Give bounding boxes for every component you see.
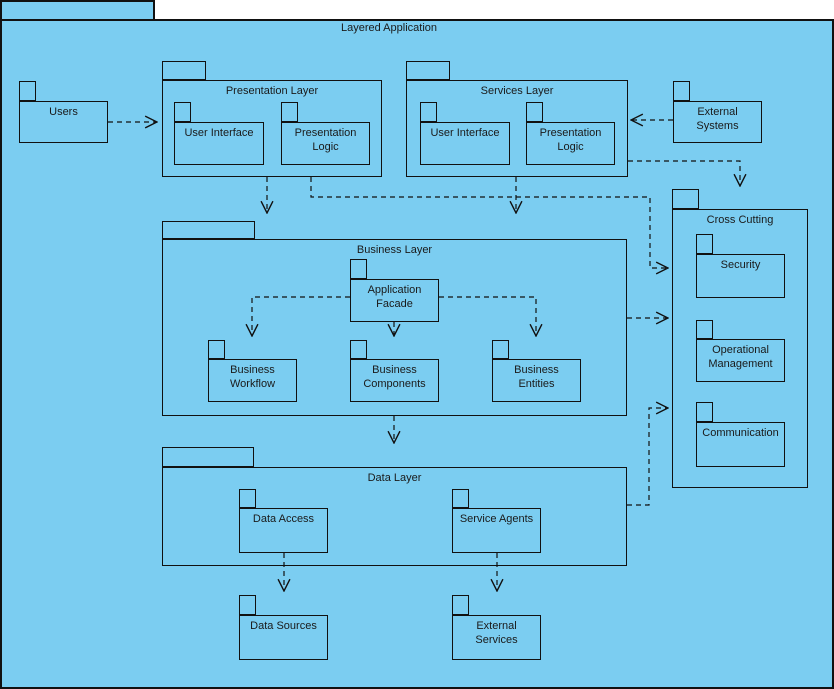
package-sl-user-interface-tab <box>420 102 437 122</box>
package-data-access-label: Data Access <box>252 513 315 525</box>
package-application-facade-body: Application Facade <box>350 279 439 322</box>
package-users-body: Users <box>19 101 108 143</box>
package-communication-tab <box>696 402 713 422</box>
package-pl-user-interface-body: User Interface <box>174 122 264 165</box>
diagram-title: Layered Application <box>340 22 437 34</box>
package-business-entities-body: Business Entities <box>492 359 581 402</box>
package-services-layer-label: Services Layer <box>480 85 554 97</box>
package-users-label: Users <box>49 106 78 118</box>
package-sl-presentation-logic-tab <box>526 102 543 122</box>
package-service-agents-tab <box>452 489 469 508</box>
package-security-tab <box>696 234 713 254</box>
package-business-layer-label: Business Layer <box>356 244 433 256</box>
package-business-entities-tab <box>492 340 509 359</box>
package-users-tab <box>19 81 36 101</box>
package-business-layer-tab <box>162 221 255 239</box>
package-business-entities-label: Business Entities <box>514 364 559 390</box>
package-cross-cutting-tab <box>672 189 699 209</box>
package-pl-presentation-logic-tab <box>281 102 298 122</box>
package-business-components-body: Business Components <box>350 359 439 402</box>
package-external-services-tab <box>452 595 469 615</box>
package-service-agents-label: Service Agents <box>459 513 534 525</box>
package-communication-label: Communication <box>702 427 779 439</box>
package-external-services-label: External Services <box>475 620 518 646</box>
package-data-access-tab <box>239 489 256 508</box>
package-business-components-label: Business Components <box>363 364 426 390</box>
package-external-systems-body: External Systems <box>673 101 762 143</box>
package-communication-body: Communication <box>696 422 785 467</box>
package-application-facade-tab <box>350 259 367 279</box>
package-pl-presentation-logic-body: Presentation Logic <box>281 122 370 165</box>
package-external-systems-tab <box>673 81 690 101</box>
package-external-systems-label: External Systems <box>696 106 739 132</box>
package-presentation-layer-tab <box>162 61 206 80</box>
package-business-components-tab <box>350 340 367 359</box>
package-data-layer-label: Data Layer <box>367 472 422 484</box>
package-business-workflow-tab <box>208 340 225 359</box>
package-operational-management-tab <box>696 320 713 339</box>
package-operational-management-label: Operational Management <box>708 344 773 370</box>
package-operational-management-body: Operational Management <box>696 339 785 382</box>
package-security-body: Security <box>696 254 785 298</box>
package-sl-user-interface-label: User Interface <box>430 127 500 139</box>
package-data-sources-body: Data Sources <box>239 615 328 660</box>
package-data-sources-tab <box>239 595 256 615</box>
package-pl-user-interface-tab <box>174 102 191 122</box>
package-data-sources-label: Data Sources <box>250 620 317 632</box>
package-cross-cutting-label: Cross Cutting <box>706 214 774 226</box>
package-data-access-body: Data Access <box>239 508 328 553</box>
package-sl-presentation-logic-body: Presentation Logic <box>526 122 615 165</box>
package-service-agents-body: Service Agents <box>452 508 541 553</box>
package-business-workflow-body: Business Workflow <box>208 359 297 402</box>
package-security-label: Security <box>720 259 761 271</box>
package-pl-user-interface-label: User Interface <box>184 127 254 139</box>
package-data-layer-body: Data Layer <box>162 467 627 566</box>
package-presentation-layer-label: Presentation Layer <box>225 85 319 97</box>
package-pl-presentation-logic-label: Presentation Logic <box>294 127 357 153</box>
package-application-facade-label: Application Facade <box>367 284 422 310</box>
package-sl-user-interface-body: User Interface <box>420 122 510 165</box>
package-layered-application-tab <box>0 0 155 21</box>
package-external-services-body: External Services <box>452 615 541 660</box>
package-sl-presentation-logic-label: Presentation Logic <box>539 127 602 153</box>
package-business-workflow-label: Business Workflow <box>229 364 276 390</box>
package-services-layer-tab <box>406 61 450 80</box>
package-data-layer-tab <box>162 447 254 467</box>
